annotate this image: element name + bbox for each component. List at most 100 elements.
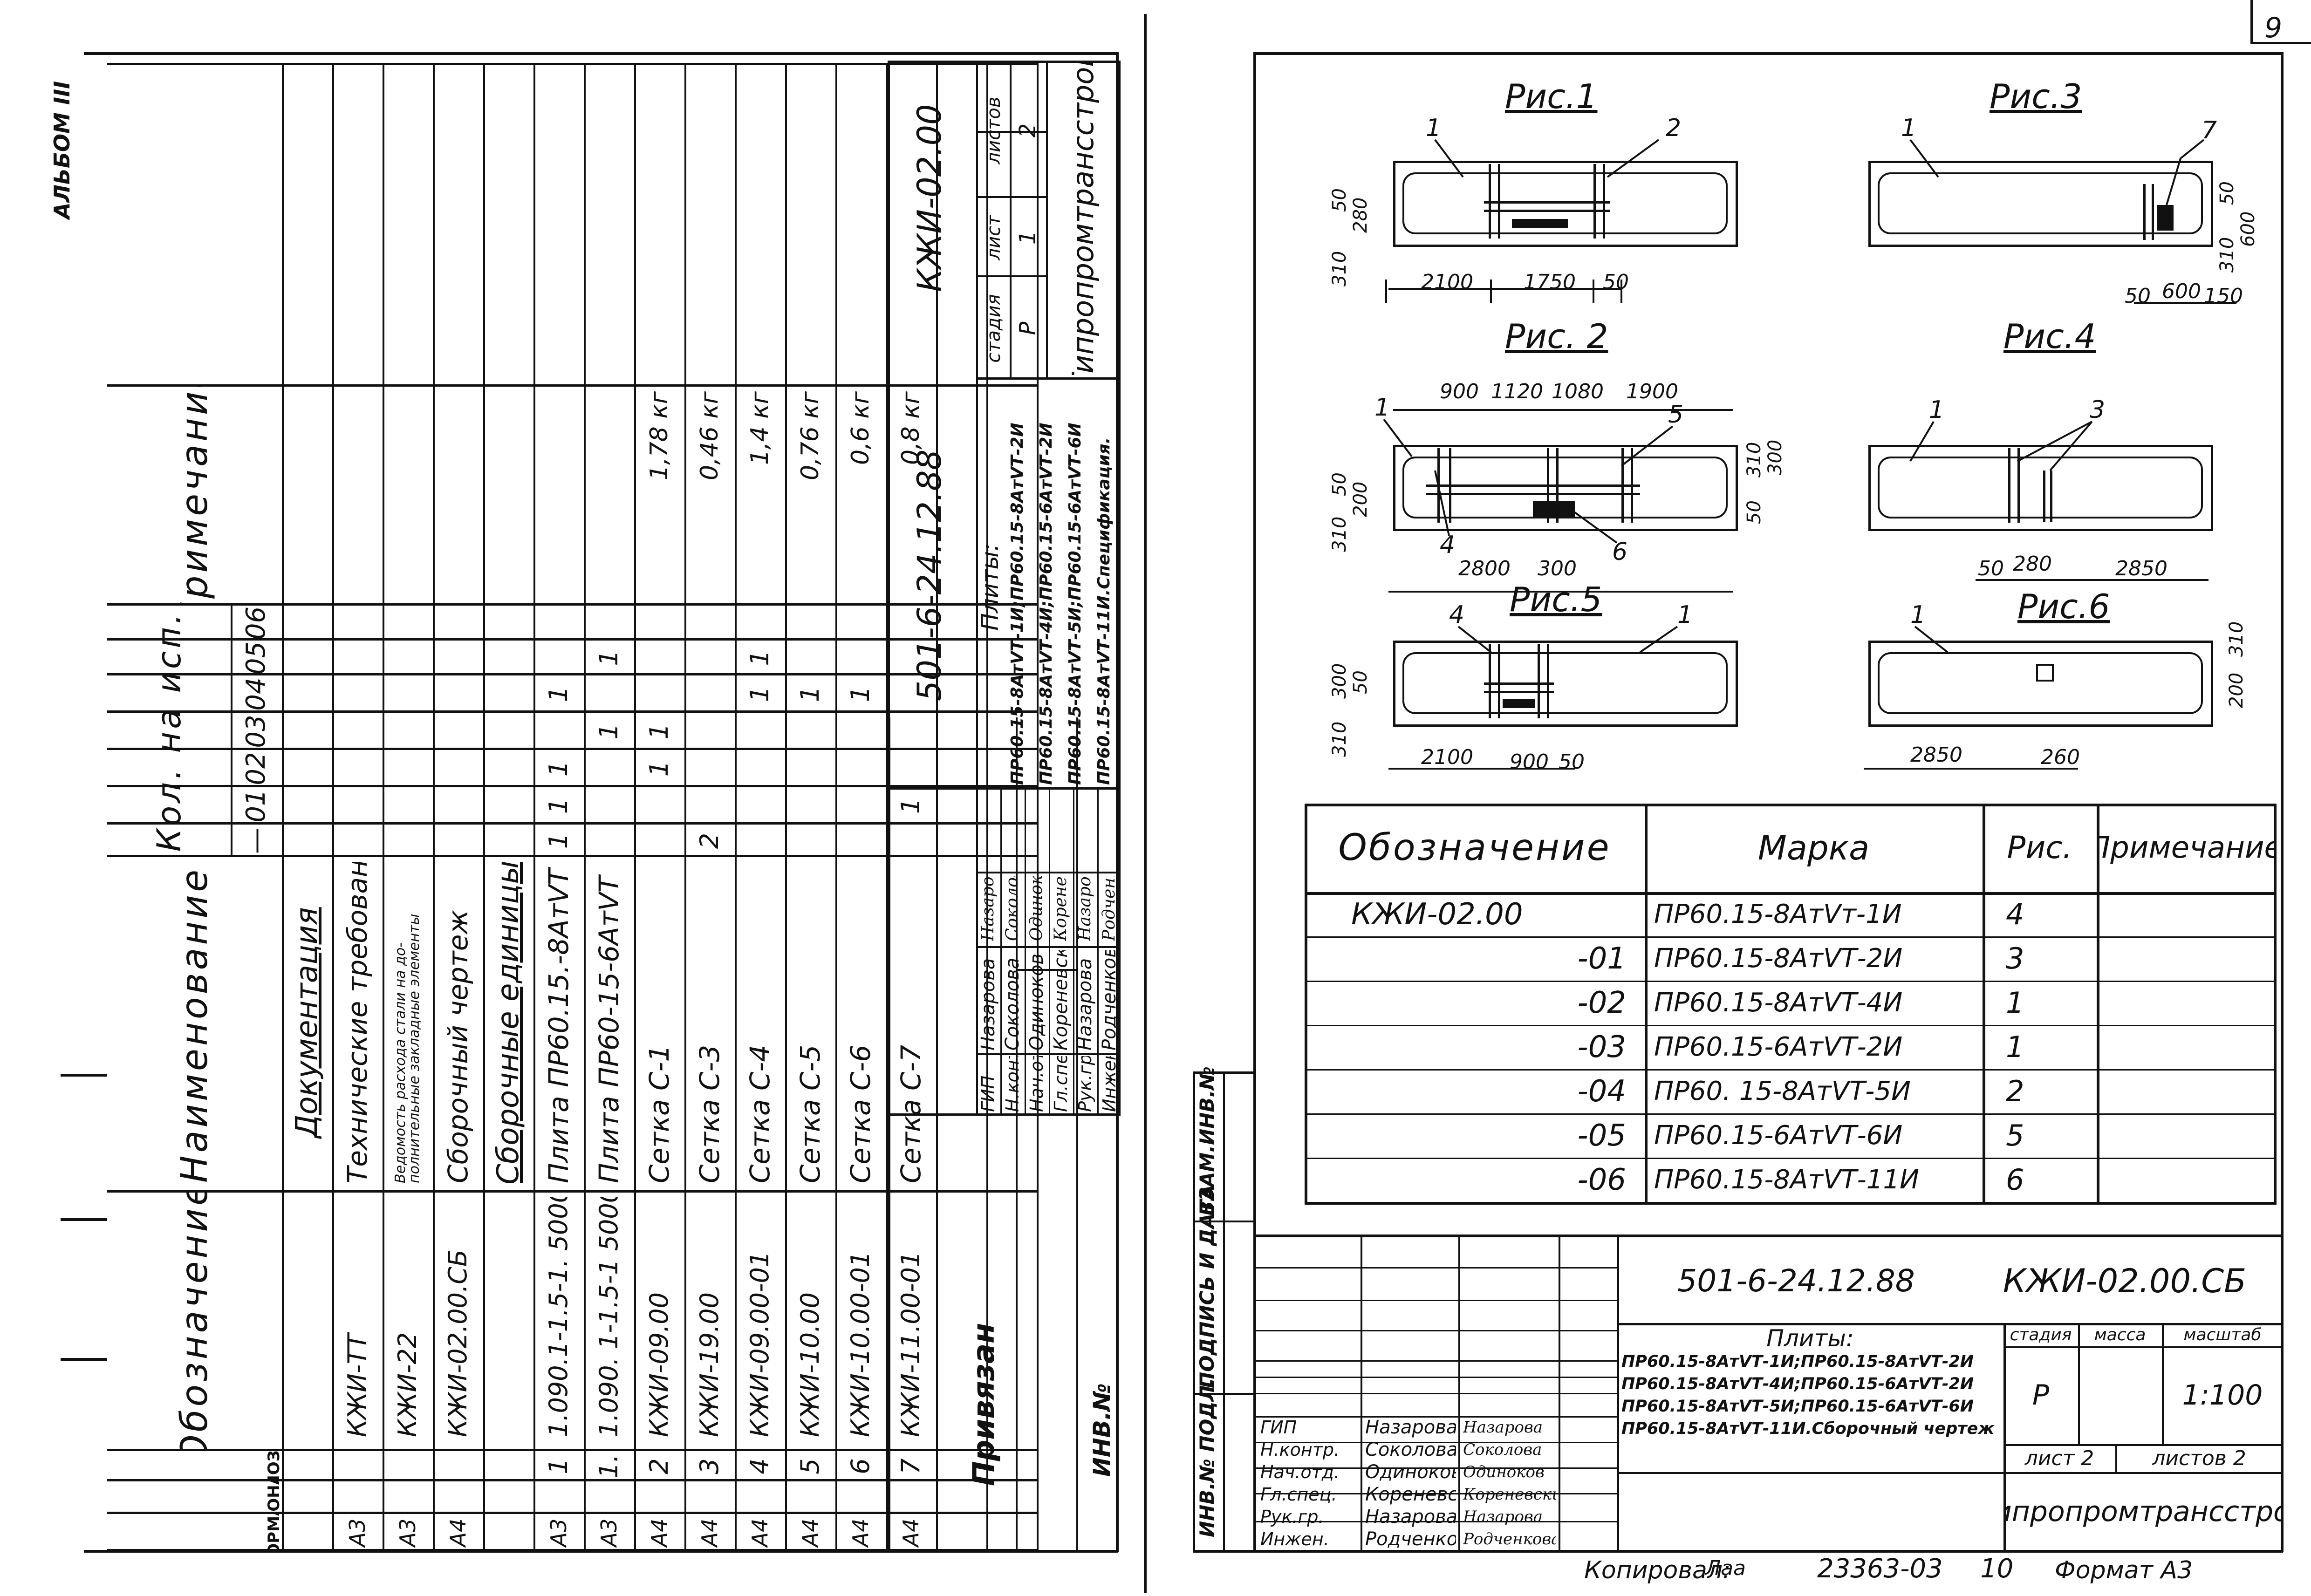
privyazan-border <box>1076 717 1078 1551</box>
fig2-callout-6: 6 <box>1612 538 1628 566</box>
stamp-desc-line: ПР60.15-8АтVТ-5И;ПР60.15-6АтVТ-6И <box>1621 1397 1974 1416</box>
fig5-embed <box>1503 699 1535 708</box>
table-fig: 4 <box>2006 897 2024 931</box>
fig3-dim-600: 600 <box>2162 280 2201 303</box>
fig4-rebar <box>2017 448 2020 523</box>
fig5-dim-50: 50 <box>1559 750 1585 774</box>
table-designation: -01 <box>1577 941 1626 976</box>
stamp-desc-line: ПР60.15-8АтVТ-1И;ПР60.15-8АтVТ-2И <box>1621 1352 1974 1371</box>
corner-line <box>2250 0 2253 42</box>
side-strip-left <box>1193 1071 1195 1551</box>
table-line <box>1645 804 1648 1205</box>
stamp-title: Плиты: <box>1766 1325 1854 1351</box>
left-frame-right <box>1116 52 1119 1552</box>
fig6-slab <box>1868 641 2213 727</box>
stamp-stage: Р <box>2032 1379 2050 1412</box>
fig1-callout-2: 2 <box>1666 114 1682 142</box>
side-strip-mid <box>1223 1071 1225 1551</box>
stamp-line <box>1256 1300 1617 1301</box>
table-line <box>1645 1158 2274 1159</box>
table-designation: -06 <box>1577 1162 1626 1197</box>
fig4-rebar <box>2043 471 2045 522</box>
left-frame-bottom <box>84 1550 1118 1553</box>
stamp-line <box>1256 1377 1617 1378</box>
fig2-title: Рис. 2 <box>1505 317 1608 356</box>
fig3-callout-7: 7 <box>2202 116 2217 144</box>
fig4-slab-inner <box>1878 457 2203 518</box>
fig2-rebar <box>1426 484 1640 487</box>
table-line <box>1305 1158 1645 1159</box>
stamp-name: Назарова <box>1365 1417 1456 1438</box>
fig4-rebar <box>2050 471 2052 522</box>
table-header-0: Обозначение <box>1338 827 1611 869</box>
stamp-desc-line: ПР60.15-8АтVТ-4И;ПР60.15-6АтVТ-2И <box>1621 1374 1974 1393</box>
stamp-signature: Соколова <box>1463 1440 1542 1459</box>
table-fig: 5 <box>2006 1118 2024 1153</box>
stamp-line <box>2115 1444 2117 1472</box>
table-mark: ПР60.15-8АтVТ-11И <box>1654 1164 1919 1195</box>
stamp-line <box>1256 1467 1617 1469</box>
left-frame-top <box>84 52 1118 55</box>
privyazan-border <box>1016 969 1076 971</box>
stamp-desc-line: ПР60.15-8АтVТ-11И.Сборочный чертеж <box>1621 1419 1995 1438</box>
table-line <box>1645 1069 2274 1071</box>
stamp-sheet: лист 2 <box>2024 1446 2094 1470</box>
stamp-scale: 1:100 <box>2182 1379 2263 1412</box>
page-number: 9 <box>2264 12 2283 44</box>
fig3-callout-1: 1 <box>1901 114 1917 142</box>
table-header-3: Примечание <box>2097 831 2274 865</box>
fig5-slab-inner <box>1402 652 1728 714</box>
fig4-callout-1: 1 <box>1929 396 1945 424</box>
side-strip-top <box>1193 1071 1256 1074</box>
stamp-line <box>1256 1267 1617 1269</box>
table-line <box>1305 1113 1645 1115</box>
stamp-role: Инжен. <box>1260 1529 1329 1549</box>
stamp-line <box>2078 1323 2080 1444</box>
table-line <box>1305 804 1307 1205</box>
table-line <box>2274 804 2277 1205</box>
table-line <box>1645 981 2274 982</box>
stamp-signature: Одиноков <box>1463 1463 1545 1481</box>
fig2-dim-1120: 1120 <box>1491 380 1543 403</box>
stamp-signature: Родченкова <box>1463 1530 1556 1548</box>
fig1-dim-50: 50 <box>1603 270 1629 294</box>
side-strip-div <box>1193 1393 1256 1395</box>
fig1-title: Рис.1 <box>1505 77 1598 116</box>
stamp-name: Назарова <box>1365 1506 1456 1528</box>
table-fig: 3 <box>2006 941 2024 975</box>
table-mark: ПР60. 15-8АтVТ-5И <box>1654 1076 1911 1106</box>
stamp-org: Гипропромтрансстрой <box>2006 1495 2281 1528</box>
fig5-rebar <box>1484 682 1554 685</box>
footer-order: 23363-03 <box>1817 1554 1943 1584</box>
stamp-line <box>1256 1360 1617 1362</box>
table-line <box>1305 892 2274 895</box>
fig1-rebar <box>1484 210 1610 212</box>
table-line <box>1645 936 2274 938</box>
fig4-dim-280: 280 <box>2013 552 2052 576</box>
stamp-signature: Назарова <box>1463 1418 1543 1437</box>
table-fig: 1 <box>2006 985 2024 1020</box>
stamp-line <box>2003 1323 2006 1551</box>
fig5-rebar <box>1484 691 1554 693</box>
fig4-slab <box>1868 445 2213 531</box>
table-line <box>1305 981 1645 982</box>
fig2-slab-inner <box>1402 457 1728 518</box>
stamp-signature: Кореневский <box>1463 1485 1556 1504</box>
table-designation: -02 <box>1577 985 1626 1020</box>
table-line <box>1305 1202 2274 1205</box>
stamp-line <box>2003 1444 2282 1446</box>
table-mark: ПР60.15-6АтVТ-2И <box>1654 1031 1903 1062</box>
fig4-title: Рис.4 <box>2003 317 2096 356</box>
stamp-line <box>1617 1472 2003 1474</box>
fig6-callout-1: 1 <box>1910 601 1926 629</box>
fig5-dim-2100: 2100 <box>1421 745 1473 769</box>
fig2-slab <box>1393 445 1738 531</box>
fig2-embed <box>1533 501 1575 517</box>
stamp-role: Гл.спец. <box>1260 1484 1337 1505</box>
table-header-1: Марка <box>1757 828 1870 867</box>
table-line <box>1305 1025 1645 1026</box>
stamp-doc: КЖИ-02.00.СБ <box>2003 1262 2247 1300</box>
